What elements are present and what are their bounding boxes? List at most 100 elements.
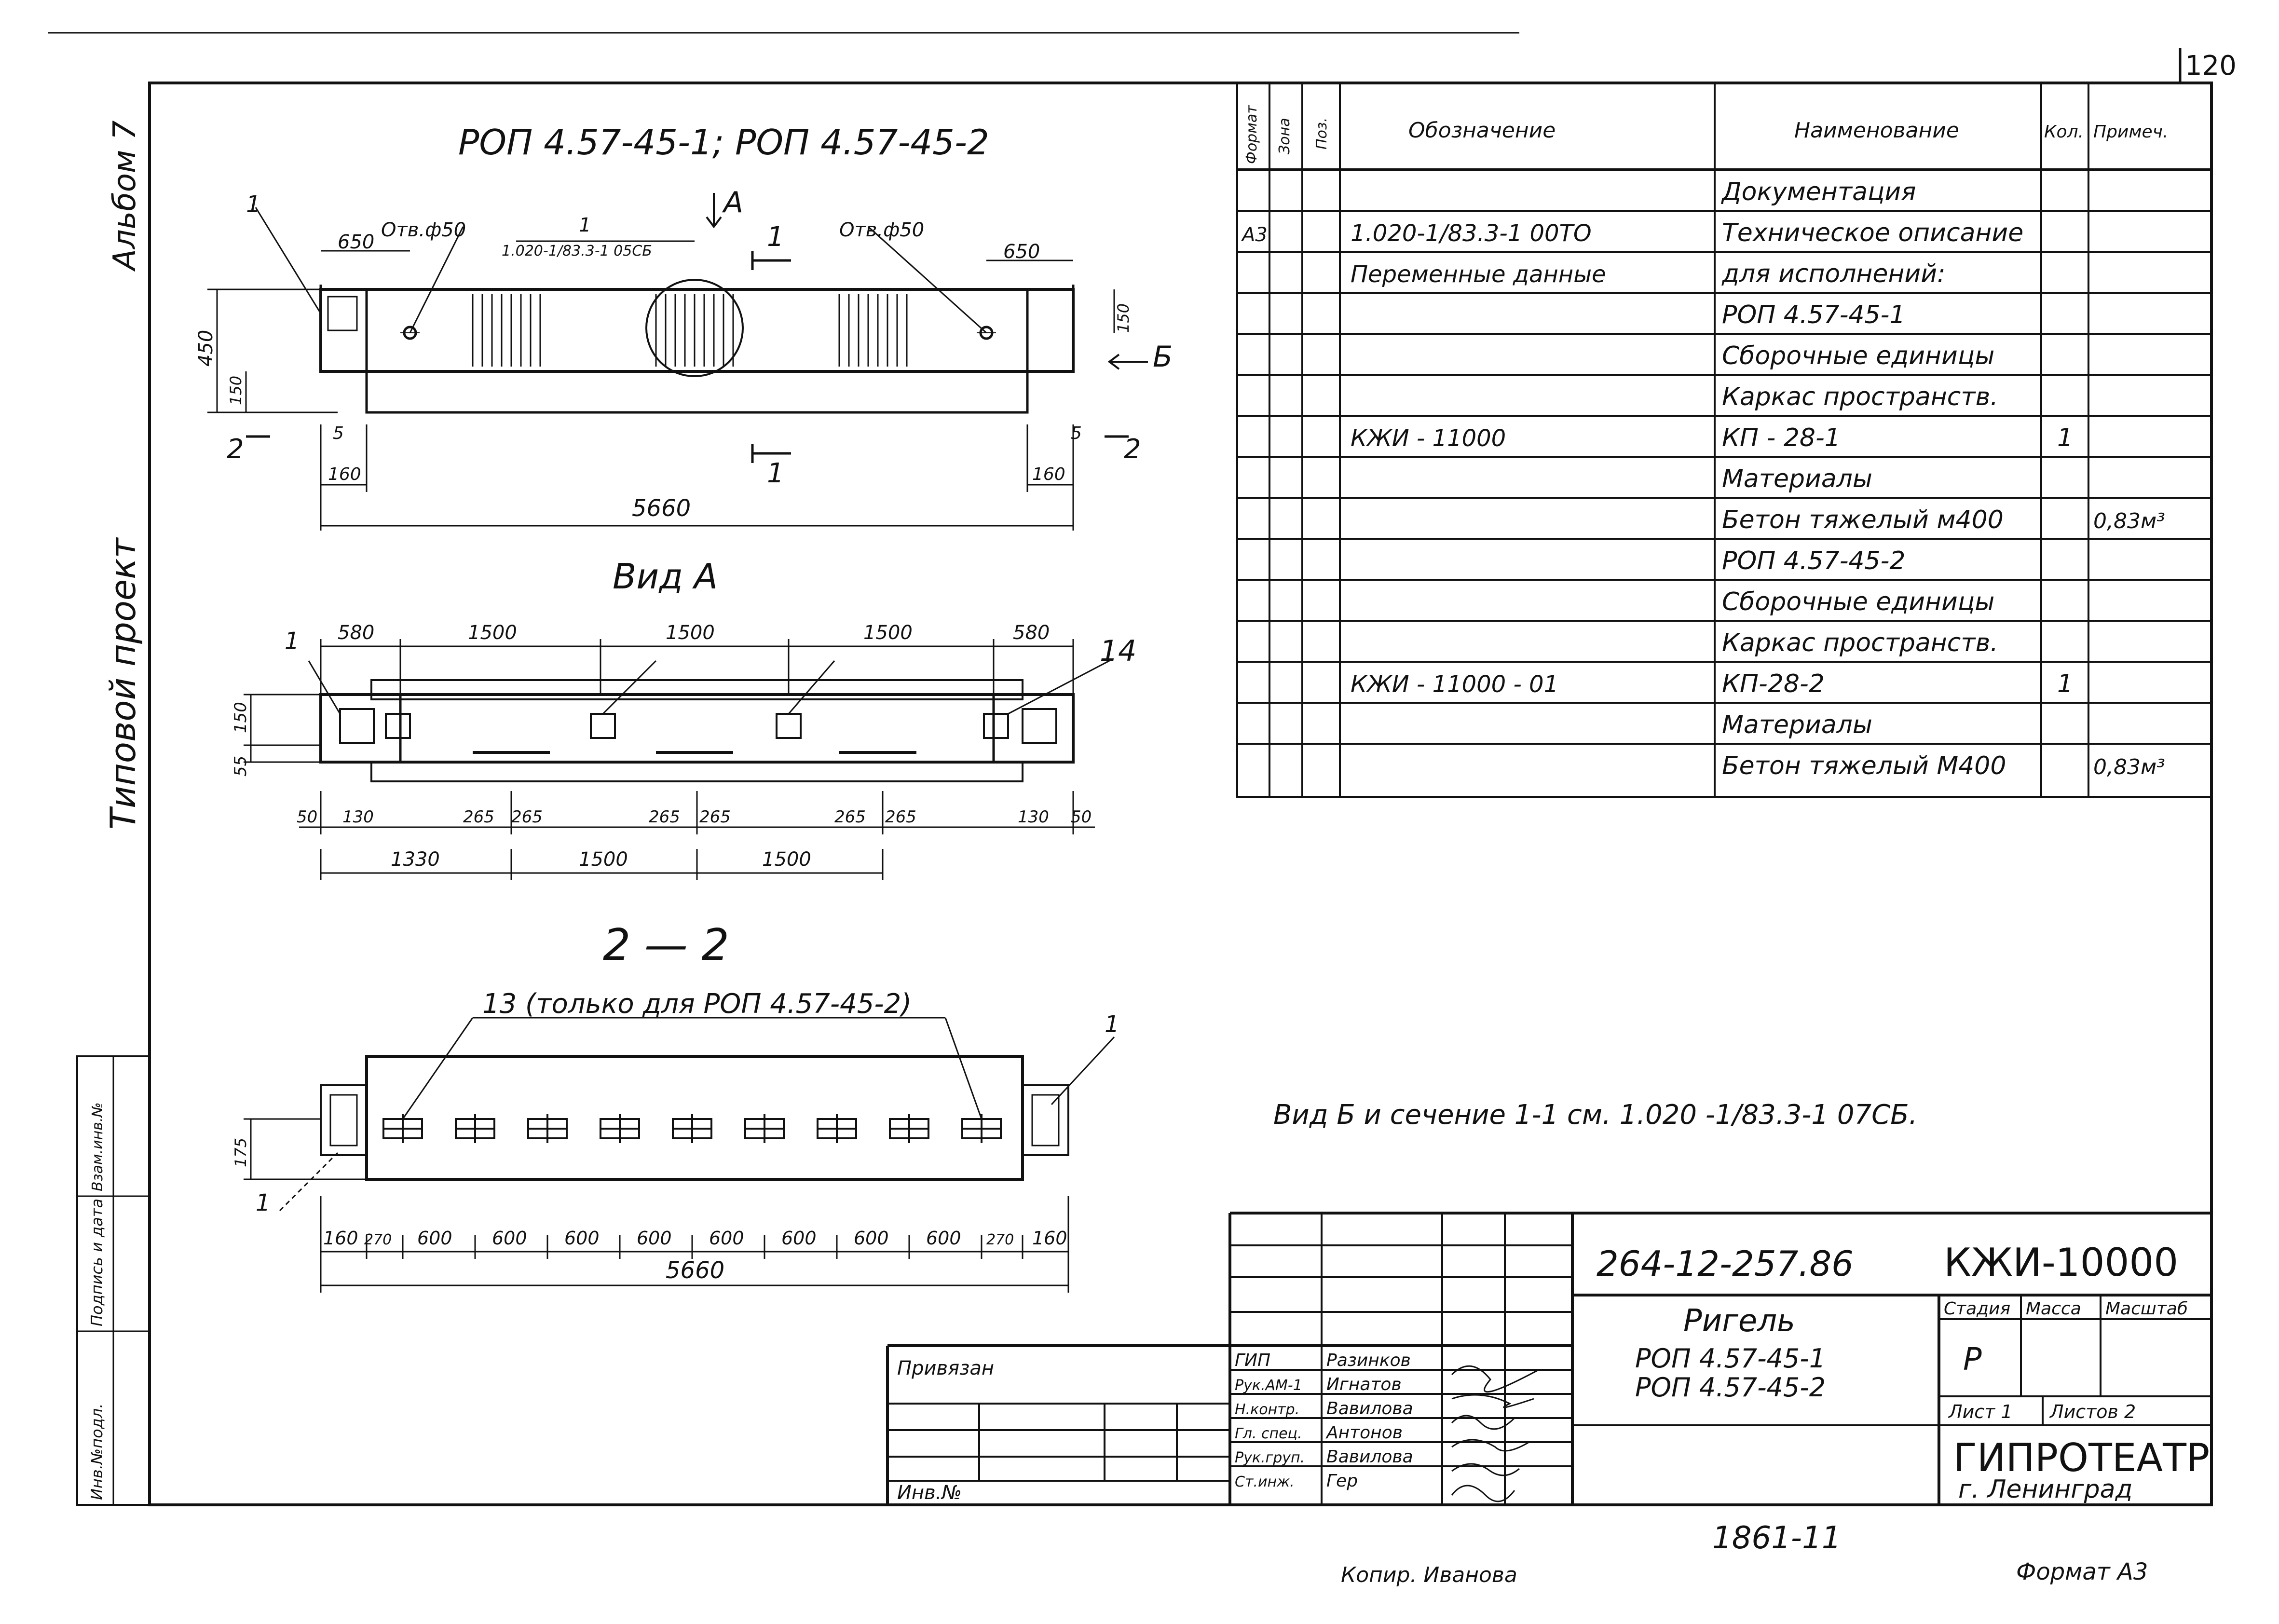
dim-5660: 5660: [632, 495, 691, 522]
section-mark-2-left: 2: [227, 434, 244, 465]
dim-va-left-1: 55: [231, 756, 250, 777]
dim-va-b1-1: 130: [342, 807, 374, 827]
dim-va-top-4: 580: [1013, 622, 1050, 644]
section-mark-1-bottom: 1: [767, 458, 784, 489]
dim-sec-b-3: 600: [492, 1228, 527, 1249]
dim-150-right: 150: [1114, 303, 1133, 333]
pos-1: 1: [246, 191, 261, 218]
pos-1-section-left: 1: [256, 1189, 271, 1216]
dim-sec-b-7: 600: [781, 1228, 817, 1249]
dim-va-b1-6: 265: [834, 807, 866, 827]
spec-cell-name: Сборочные единицы: [1722, 341, 1994, 370]
tb-name-2: Вавилова: [1326, 1399, 1413, 1419]
spec-header-zone: Зона: [1276, 118, 1293, 154]
dim-5-right: 5: [1071, 423, 1082, 443]
tb-stage-label: Стадия: [1944, 1299, 2010, 1319]
tb-name-0: Разинков: [1326, 1351, 1411, 1370]
dim-sec-b-5: 600: [637, 1228, 672, 1249]
side-sign-date: Подпись и дата: [88, 1199, 106, 1326]
section-title: 2 — 2: [603, 920, 729, 970]
tb-role-1: Рук.АМ-1: [1235, 1377, 1302, 1394]
tb-role-4: Рук.груп.: [1235, 1449, 1305, 1466]
tb-sheets: Листов 2: [2049, 1401, 2136, 1422]
tb-mass-label: Масса: [2026, 1299, 2081, 1319]
tb-role-3: Гл. спец.: [1235, 1425, 1302, 1442]
dim-650-right: 650: [1003, 241, 1040, 263]
spec-cell-name: РОП 4.57-45-1: [1722, 300, 1905, 329]
spec-cell-name: КП-28-2: [1722, 669, 1825, 698]
dim-sec-left: 175: [232, 1138, 250, 1167]
spec-cell-note: 0,83м³: [2093, 755, 2165, 779]
dim-650-left: 650: [338, 231, 374, 253]
tb-role-0: ГИП: [1235, 1351, 1270, 1370]
dim-va-b1-4: 265: [649, 807, 680, 827]
dim-va-left-0: 150: [231, 702, 250, 733]
spec-cell-designation: Переменные данные: [1351, 261, 1606, 288]
tb-name-5: Гер: [1326, 1471, 1358, 1491]
copied-by: Копир. Иванова: [1341, 1563, 1517, 1587]
tb-role-2: Н.контр.: [1235, 1401, 1299, 1418]
spec-cell-designation: 1.020-1/83.3-1 00ТО: [1351, 220, 1592, 247]
spec-header-format: Формат: [1243, 105, 1260, 164]
spec-header-name: Наименование: [1794, 118, 1959, 143]
tb-stage-value: Р: [1963, 1342, 1982, 1378]
tb-name-3: Антонов: [1325, 1423, 1403, 1443]
spec-cell-name: Каркас пространств.: [1722, 382, 1998, 411]
dim-sec-b-6: 600: [709, 1228, 744, 1249]
sheet-frame: [148, 82, 2213, 1506]
dim-va-b1-8: 130: [1018, 807, 1049, 827]
sheet-format: Формат А3: [2016, 1558, 2148, 1585]
section-note: 13 (только для РОП 4.57-45-2): [482, 988, 912, 1020]
doc-code: 264-12-257.86: [1597, 1243, 1854, 1284]
spec-cell-name: КП - 28-1: [1722, 423, 1841, 452]
side-project: Типовой проект: [103, 537, 143, 830]
archive-number: 1861-11: [1712, 1520, 1841, 1556]
tb-inv: Инв.№: [897, 1482, 962, 1504]
spec-cell-name: Материалы: [1722, 710, 1872, 739]
tb-title: Ригель: [1683, 1303, 1795, 1339]
spec-cell-note: 0,83м³: [2093, 509, 2165, 533]
pos-14: 14: [1100, 634, 1136, 668]
tb-sheet: Лист 1: [1948, 1401, 2013, 1422]
dim-va-top-1: 1500: [468, 622, 517, 644]
tb-name-4: Вавилова: [1326, 1447, 1413, 1467]
pos-1-view-a: 1: [285, 628, 300, 655]
ref-pos: 1: [579, 214, 591, 236]
spec-header-qty: Кол.: [2044, 122, 2084, 142]
tb-subtitle-2: РОП 4.57-45-2: [1635, 1372, 1826, 1403]
dim-sec-b-0: 160: [323, 1228, 358, 1249]
view-a-title: Вид А: [613, 556, 718, 597]
spec-cell-name: для исполнений:: [1721, 259, 1946, 288]
dim-va-top-3: 1500: [863, 622, 913, 644]
side-replace-inv: Взам.инв.№: [89, 1102, 106, 1191]
tb-role-5: Ст.инж.: [1235, 1474, 1295, 1490]
spec-cell-name: Сборочные единицы: [1722, 587, 1994, 616]
dim-sec-b-4: 600: [564, 1228, 600, 1249]
dim-va-b1-2: 265: [463, 807, 494, 827]
spec-cell-name: Документация: [1721, 177, 1916, 206]
section-mark-1-top: 1: [767, 221, 784, 253]
tb-org: ГИПРОТЕАТР: [1953, 1435, 2210, 1480]
dim-sec-b-11: 160: [1032, 1228, 1067, 1249]
hole-right-label: Отв.ф50: [839, 219, 924, 241]
spec-cell-name: Бетон тяжелый м400: [1722, 505, 2004, 534]
dim-va-top-2: 1500: [666, 622, 715, 644]
tb-bound: Привязан: [897, 1357, 994, 1379]
dim-sec-b-8: 600: [854, 1228, 889, 1249]
doc-mark: КЖИ-10000: [1944, 1240, 2178, 1285]
drawing-title: РОП 4.57-45-1; РОП 4.57-45-2: [458, 122, 989, 163]
dim-va-b2-0: 1330: [391, 848, 440, 871]
page-number: 120: [2185, 50, 2237, 82]
dim-5-left: 5: [333, 423, 344, 443]
section-mark-2-right: 2: [1124, 434, 1141, 465]
spec-table-lines: [1236, 82, 2212, 798]
section-2-2: [244, 1017, 1115, 1293]
spec-cell-name: Каркас пространств.: [1722, 628, 1998, 657]
dim-160-left: 160: [328, 464, 361, 484]
dim-va-b1-0: 50: [297, 807, 317, 827]
ref-label: 1.020-1/83.3-1 05СБ: [502, 243, 652, 259]
tb-city: г. Ленинград: [1958, 1475, 2132, 1504]
dim-sec-b-10: 270: [986, 1231, 1014, 1248]
